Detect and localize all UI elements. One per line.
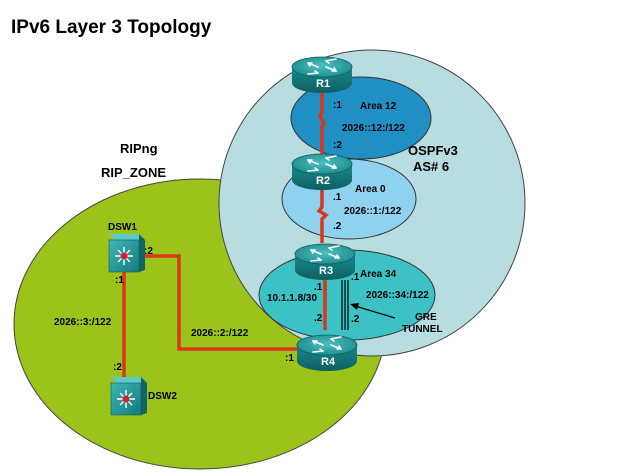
dsw1-label: DSW1 xyxy=(108,222,137,233)
area-12 xyxy=(290,76,432,160)
area-0-prefix: 2026::1:/122 xyxy=(344,206,402,217)
r4-if-left-label: :1 xyxy=(285,353,294,364)
dsw2-label: DSW2 xyxy=(148,391,177,402)
dsw1-if-right-label: :2 xyxy=(144,246,153,257)
router-r2-label: R2 xyxy=(316,175,330,187)
tunnel-r3-if-label: .1 xyxy=(351,272,360,283)
link-dsw1-r4 xyxy=(141,254,297,351)
page-title: IPv6 Layer 3 Topology xyxy=(11,17,212,38)
router-r4-label: R4 xyxy=(321,356,336,368)
tunnel-label: TUNNEL xyxy=(402,324,443,335)
ripng-label: RIPng xyxy=(120,141,158,156)
dsw1-dsw2-prefix: 2026::3:/122 xyxy=(54,317,112,328)
dsw1-if-down-label: :1 xyxy=(115,275,124,286)
r4-if-up-label: .2 xyxy=(314,313,323,324)
dsw2-if-up-label: :2 xyxy=(113,362,122,373)
area-0-label: Area 0 xyxy=(355,184,386,195)
switch-dsw2[interactable] xyxy=(110,376,148,416)
tunnel-arrow-head xyxy=(350,303,359,310)
router-r4[interactable]: R4 xyxy=(296,334,358,372)
area-12-label: Area 12 xyxy=(360,101,397,112)
r2-if-up-label: :2 xyxy=(333,140,342,151)
rip-zone-label: RIP_ZONE xyxy=(101,165,166,180)
gre-label: GRE xyxy=(415,312,437,323)
r3-if-down-label: .1 xyxy=(314,282,323,293)
router-r2[interactable]: R2 xyxy=(291,153,353,191)
link-r1-r2 xyxy=(317,89,327,157)
link-r2-r3 xyxy=(316,188,329,243)
tunnel-r4-if-label: .2 xyxy=(351,314,360,325)
r3-if-up-label: .2 xyxy=(333,221,342,232)
as-number-label: AS# 6 xyxy=(413,159,449,174)
area-34-label: Area 34 xyxy=(360,269,397,280)
router-r1[interactable]: R1 xyxy=(291,56,353,94)
dsw1-r4-prefix: 2026::2:/122 xyxy=(191,328,249,339)
r2-if-down-label: .1 xyxy=(333,192,342,203)
router-r3[interactable]: R3 xyxy=(294,243,356,281)
area-12-prefix: 2026::12:/122 xyxy=(342,123,405,134)
area-34-prefix: 2026::34:/122 xyxy=(366,290,429,301)
gre-tunnel xyxy=(341,280,349,330)
router-r1-label: R1 xyxy=(316,78,330,90)
tunnel-arrow xyxy=(351,304,396,319)
subnet-label: 10.1.1.8/30 xyxy=(267,293,317,304)
r1-if-label: :1 xyxy=(333,100,342,111)
router-r3-label: R3 xyxy=(319,265,333,277)
ospfv3-label: OSPFv3 xyxy=(408,143,458,158)
